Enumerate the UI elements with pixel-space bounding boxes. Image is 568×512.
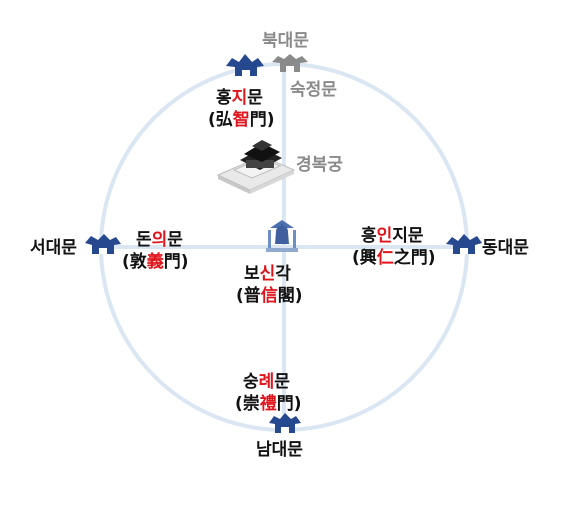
gyeongbokgung-label: 경복궁 [296, 155, 343, 175]
hongjimun-label: 홍지문 [216, 88, 263, 108]
heunginjimun-label: 흥인지문 [361, 226, 424, 246]
bosingak-bell-icon [266, 220, 298, 252]
dongdaemun-label: 동대문 [482, 238, 529, 258]
north-gate-blue-icon [226, 54, 264, 76]
sungnyemun-hanja-label: (崇禮門) [235, 394, 302, 414]
west-gate-icon [85, 234, 121, 254]
gyeongbokgung-palace-icon [216, 140, 296, 194]
bosingak-label: 보신각 [244, 264, 291, 284]
namdaemun-label: 남대문 [256, 440, 303, 460]
sungnyemun-label: 숭례문 [243, 372, 290, 392]
heunginjimun-hanja-label: (興仁之門) [352, 248, 436, 268]
east-gate-icon [446, 234, 482, 254]
seodaemun-label: 서대문 [30, 238, 77, 258]
donuimun-label: 돈의문 [136, 230, 183, 250]
south-gate-icon [269, 413, 301, 433]
bukdaemun-label: 북대문 [262, 31, 309, 51]
donuimun-hanja-label: (敦義門) [122, 252, 189, 272]
hongjimun-hanja-label: (弘智門) [208, 110, 275, 130]
bosingak-hanja-label: (普信閣) [236, 286, 303, 306]
north-gate-gray-icon [272, 54, 308, 72]
sukjeongmun-label: 숙정문 [290, 80, 337, 100]
